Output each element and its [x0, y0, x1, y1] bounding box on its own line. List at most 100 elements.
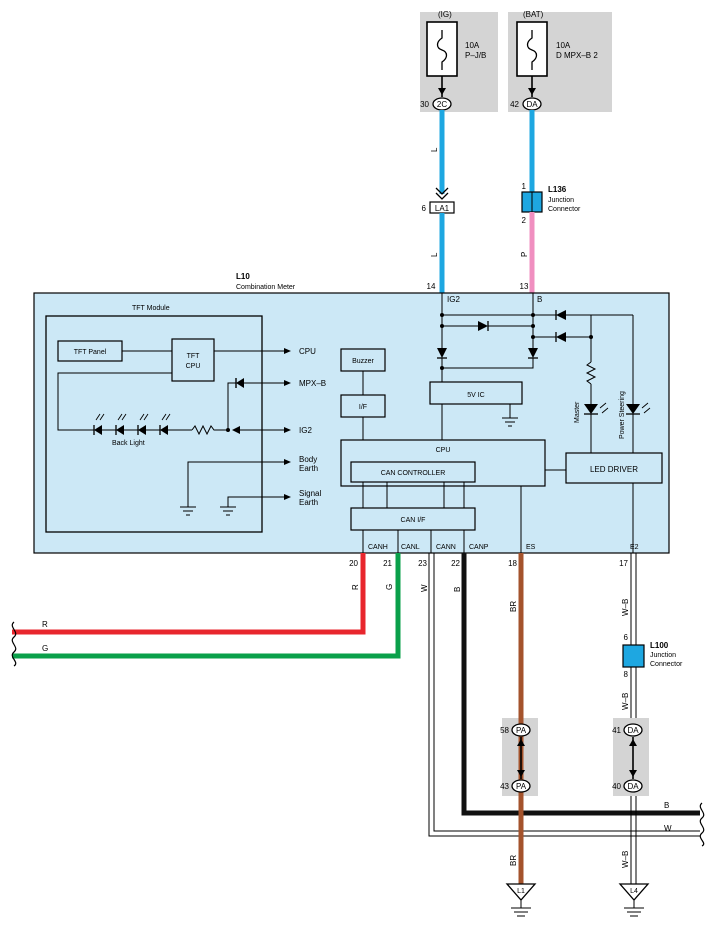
cann-wire-color: W [420, 584, 429, 592]
es-wire-color-lower: BR [509, 855, 518, 866]
da-pin-top: 41 [612, 726, 621, 735]
b-diode-upper-icon [556, 310, 566, 320]
cpu-output-arrow-icon [284, 348, 291, 354]
master-led-icon [584, 404, 598, 414]
meter-label-ig2: IG2 [447, 295, 460, 304]
power-steering-label: Power Steering [619, 391, 626, 439]
bus-r-label: R [42, 620, 48, 629]
da-name-top: DA [627, 726, 639, 735]
pa-connector-bottom [511, 779, 531, 793]
ig-label: (IG) [438, 10, 452, 19]
back-light-label: Back Light [112, 440, 145, 447]
master-label: Master [574, 401, 581, 423]
body-earth-arrow-icon [284, 459, 291, 465]
can-controller-box [350, 461, 476, 483]
tft-cpu-label2: CPU [186, 363, 201, 370]
body-earth-ground-icon [180, 506, 196, 516]
led-driver-label: LED DRIVER [590, 465, 638, 474]
ig2-5v-diode-icon [437, 348, 447, 358]
pa-name-bottom: PA [516, 782, 527, 791]
meter-name: Combination Meter [236, 284, 296, 291]
meter-pin-b: 13 [520, 282, 529, 291]
l100-desc1: Junction [650, 652, 676, 659]
l136-desc2: Connector [548, 206, 581, 213]
if-label: I/F [359, 404, 367, 411]
can-controller-label: CAN CONTROLLER [381, 470, 446, 477]
ig2-output-arrow-icon [284, 427, 291, 433]
signal-earth-label1: Signal [299, 489, 321, 498]
bat-fuse-group: (BAT) 10A D MPX–B 2 DA 42 [508, 10, 612, 112]
signal-earth-ground-icon [220, 506, 236, 516]
l136-pin-top: 1 [522, 182, 527, 191]
b-diode-lower-icon [556, 332, 566, 342]
mpxb-diode-icon [236, 378, 244, 388]
tft-panel-label: TFT Panel [74, 349, 107, 356]
mpxb-output-arrow-icon [284, 380, 291, 386]
ic-5v-label: 5V IC [467, 392, 485, 399]
e2-wire-color: W–B [621, 599, 630, 616]
l100-pin-top: 6 [624, 633, 629, 642]
e2-wire-color-lower: W–B [621, 851, 630, 868]
left-break-icon [11, 621, 17, 667]
meter-code: L10 [236, 272, 250, 281]
pa-pin-bottom: 43 [500, 782, 509, 791]
ig2-diode-icon [478, 321, 488, 331]
pin-e2: 17 [619, 559, 628, 568]
term-canh: CANH [368, 544, 388, 551]
bat-fuse-symbol-icon [526, 30, 538, 70]
body-earth-label2: Earth [299, 464, 318, 473]
bat-fuse-rating: 10A [556, 41, 571, 50]
la1-pin: 6 [422, 204, 427, 213]
ig-fuse-name: P–J/B [465, 51, 486, 60]
pa-pin-top: 58 [500, 726, 509, 735]
master-resistor-icon [585, 361, 597, 385]
right-break-icon [699, 802, 705, 847]
backlight-led-icon [159, 413, 171, 435]
cpu-label: CPU [436, 447, 451, 454]
term-canl: CANL [401, 544, 420, 551]
out-mpxb-label: MPX–B [299, 379, 326, 388]
meter-pin-ig2: 14 [427, 282, 436, 291]
ic-5v-ground-icon [502, 417, 518, 427]
meter-label-b: B [537, 295, 542, 304]
da-connector-bottom [623, 779, 643, 793]
da-name-bottom: DA [627, 782, 639, 791]
bat-label: (BAT) [523, 10, 544, 19]
pin-es: 18 [508, 559, 517, 568]
pa-connector-top [511, 723, 531, 737]
l100-pin-bottom: 8 [624, 670, 629, 679]
power-steering-led-icon [626, 404, 640, 414]
backlight-led-icon [137, 413, 149, 435]
la1-name: LA1 [435, 204, 450, 213]
canh-wire-color: R [351, 584, 360, 590]
l100-code: L100 [650, 641, 669, 650]
ground-l1-icon [511, 907, 531, 917]
es-wire-color: BR [509, 601, 518, 612]
pa-arrow-down-icon [517, 770, 525, 777]
body-earth-label1: Body [299, 455, 317, 464]
cpu-box [340, 439, 546, 487]
ground-l1-triangle [505, 883, 537, 901]
ig-fuse-group: (IG) 10A P–J/B 2C 30 [420, 10, 498, 112]
cann-wire-white-a [428, 553, 700, 837]
canl-wire-color: G [385, 584, 394, 590]
da-pin-bottom: 40 [612, 782, 621, 791]
ground-l1-label: L1 [517, 888, 525, 895]
ig-connector-pin: 30 [420, 100, 429, 109]
da-connector-top [623, 723, 643, 737]
bat-connector-pin: 42 [510, 100, 519, 109]
led-driver-box [565, 452, 663, 484]
term-e2: E2 [630, 544, 639, 551]
l136-wire-color: P [520, 252, 529, 257]
tft-cpu-label1: TFT [187, 353, 201, 360]
da-arrow-up-icon [629, 739, 637, 746]
canh-wire-red [12, 553, 366, 635]
term-es: ES [526, 544, 536, 551]
backlight-led-icon [115, 413, 127, 435]
ground-l4-icon [624, 907, 644, 917]
ig2-input-arrow-icon [232, 426, 240, 434]
ground-l4-label: L4 [630, 888, 638, 895]
pin-canh: 20 [349, 559, 358, 568]
can-if-label: CAN I/F [401, 517, 426, 524]
